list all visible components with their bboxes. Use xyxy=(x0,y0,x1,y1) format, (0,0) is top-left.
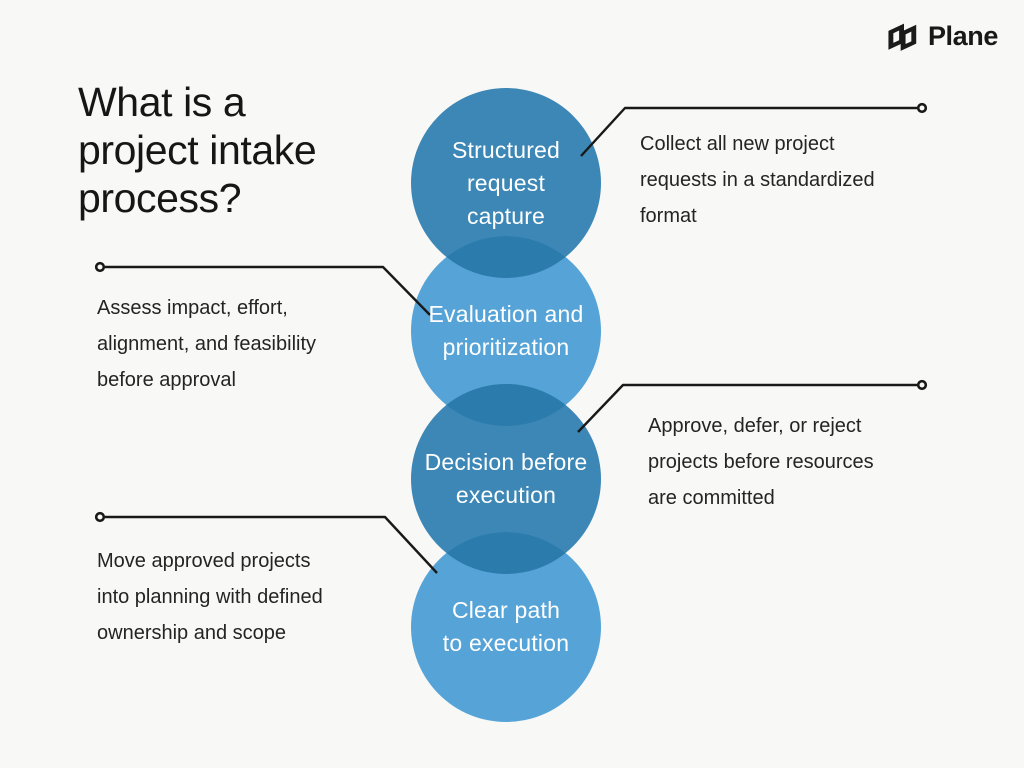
callout-text-line: ownership and scope xyxy=(97,622,287,644)
step-label-line: capture xyxy=(466,202,546,229)
page-title: What is a project intake process? xyxy=(78,78,317,222)
callout-text-decision-before-execution: Approve, defer, or reject projects befor… xyxy=(648,408,874,516)
step-label-line: request xyxy=(466,169,546,196)
callout-connector-1 xyxy=(580,106,917,157)
callout-text-line: Assess impact, effort, xyxy=(97,297,288,319)
step-label-line: Decision before xyxy=(424,449,588,475)
page-title-line: process? xyxy=(78,175,242,221)
callout-endpoint-dot-1 xyxy=(916,102,928,114)
step-label-line: execution xyxy=(455,482,557,508)
page-title-line: project intake xyxy=(78,127,317,173)
callout-endpoint-dot-3 xyxy=(916,379,928,391)
step-circle-4 xyxy=(411,532,601,722)
callout-connector-3 xyxy=(577,383,917,433)
callout-text-structured-request-capture: Collect all new project requests in a st… xyxy=(640,126,875,234)
callout-text-clear-path-to-execution: Move approved projects into planning wit… xyxy=(97,543,323,651)
step-label-line: prioritization xyxy=(442,334,570,360)
callout-connector-4 xyxy=(105,515,438,574)
step-circle-2 xyxy=(411,236,601,426)
step-label-line: Structured xyxy=(451,136,561,163)
callout-text-line: requests in a standardized xyxy=(640,169,875,191)
callout-connector-2 xyxy=(105,265,431,316)
callout-text-line: Move approved projects xyxy=(97,550,311,572)
step-circle-3 xyxy=(411,384,601,574)
step-label-clear-path-to-execution: Clear path to execution xyxy=(411,532,601,722)
callout-text-line: projects before resources xyxy=(648,451,874,473)
callout-text-evaluation-and-prioritization: Assess impact, effort, alignment, and fe… xyxy=(97,290,316,398)
callout-endpoint-dot-2 xyxy=(94,261,106,273)
plane-logo-text: Plane xyxy=(927,21,998,51)
step-label-line: Clear path xyxy=(451,597,561,623)
step-label-line: to execution xyxy=(442,630,570,656)
step-label-evaluation-and-prioritization: Evaluation and prioritization xyxy=(411,236,601,426)
page-title-line: What is a xyxy=(78,79,246,125)
callout-text-line: alignment, and feasibility xyxy=(97,333,317,355)
callout-text-line: format xyxy=(640,205,697,227)
callout-text-line: Approve, defer, or reject xyxy=(648,415,862,437)
callout-text-line: into planning with defined xyxy=(97,586,323,608)
callout-text-line: before approval xyxy=(97,369,236,391)
callout-endpoint-dot-4 xyxy=(94,511,106,523)
step-circle-1 xyxy=(411,88,601,278)
step-label-structured-request-capture: Structured request capture xyxy=(411,88,601,278)
step-label-line: Evaluation and xyxy=(428,301,584,327)
callout-text-line: Collect all new project xyxy=(640,133,835,155)
step-label-decision-before-execution: Decision before execution xyxy=(411,384,601,574)
callout-text-line: are committed xyxy=(648,487,775,509)
plane-logo: Plane xyxy=(887,21,998,52)
plane-logo-icon xyxy=(888,23,917,51)
